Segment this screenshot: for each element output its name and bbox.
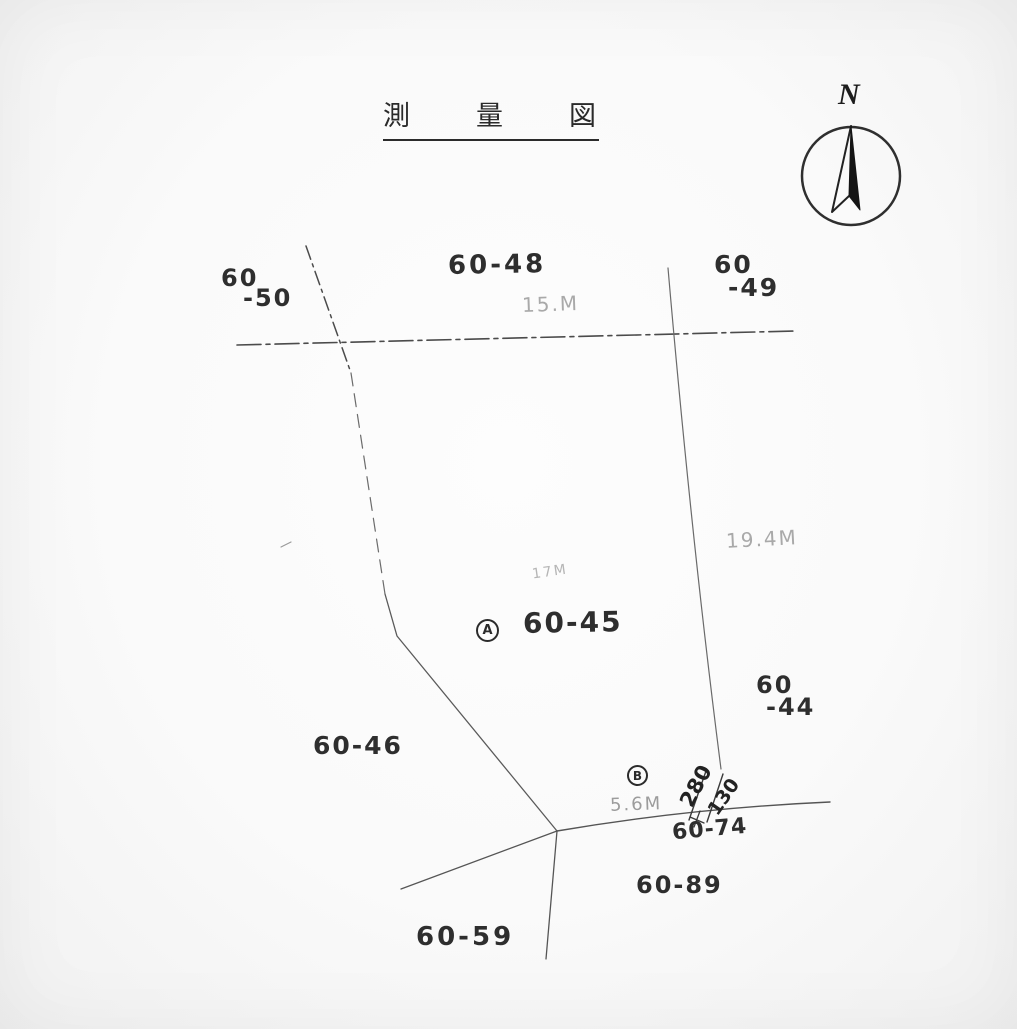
parcel-60-49-line1: 60 [714,250,753,279]
parcel-60-44-line2: -44 [766,693,816,721]
parcel-label-60-46: 60-46 [313,731,403,760]
survey-title-text: 測量図 [383,101,596,132]
compass-needle-fill-icon [848,125,861,211]
boundary-bottom-vertical [545,830,558,960]
boundary-left-lower [384,593,558,832]
boundary-left-upper [305,245,352,374]
parcel-label-60-59: 60-59 [416,922,515,952]
stray-pencil-mark [280,541,292,548]
parcel-label-60-45: 60-45 [522,605,623,640]
corner-cross-mark [689,810,705,828]
parcel-label-60-48: 60-48 [447,249,547,281]
parcel-60-49-line2: -49 [728,273,780,302]
parcel-60-50-line1: 60 [221,264,259,292]
boundary-left-middle [350,372,386,595]
boundary-right [667,267,722,770]
bearing-tick-2 [706,773,724,823]
measurement-label-5-6m: 5.6M [609,793,663,816]
point-marker-b: B [627,765,648,786]
parcel-60-44-line1: 60 [756,671,794,699]
parcel-label-60-89: 60-89 [636,871,723,899]
measurement-label-15m: 15.M [521,291,580,317]
survey-title: 測量図 [383,94,599,141]
boundary-top [236,330,796,346]
parcel-label-60-44: 60 -44 [756,671,815,721]
boundary-bottom-left [400,830,558,890]
measurement-label-19-4m: 19.4M [725,525,799,553]
point-marker-a: A [476,619,499,642]
parcel-label-60-50: 60 -50 [221,264,292,312]
compass-needle-outline-icon [831,125,852,213]
bearing-tick-1 [688,770,707,821]
parcel-label-60-49: 60 -49 [714,250,779,302]
north-label: N [838,78,860,111]
boundary-bottom-right-curve [556,801,831,832]
parcel-60-50-line2: -50 [243,284,293,312]
